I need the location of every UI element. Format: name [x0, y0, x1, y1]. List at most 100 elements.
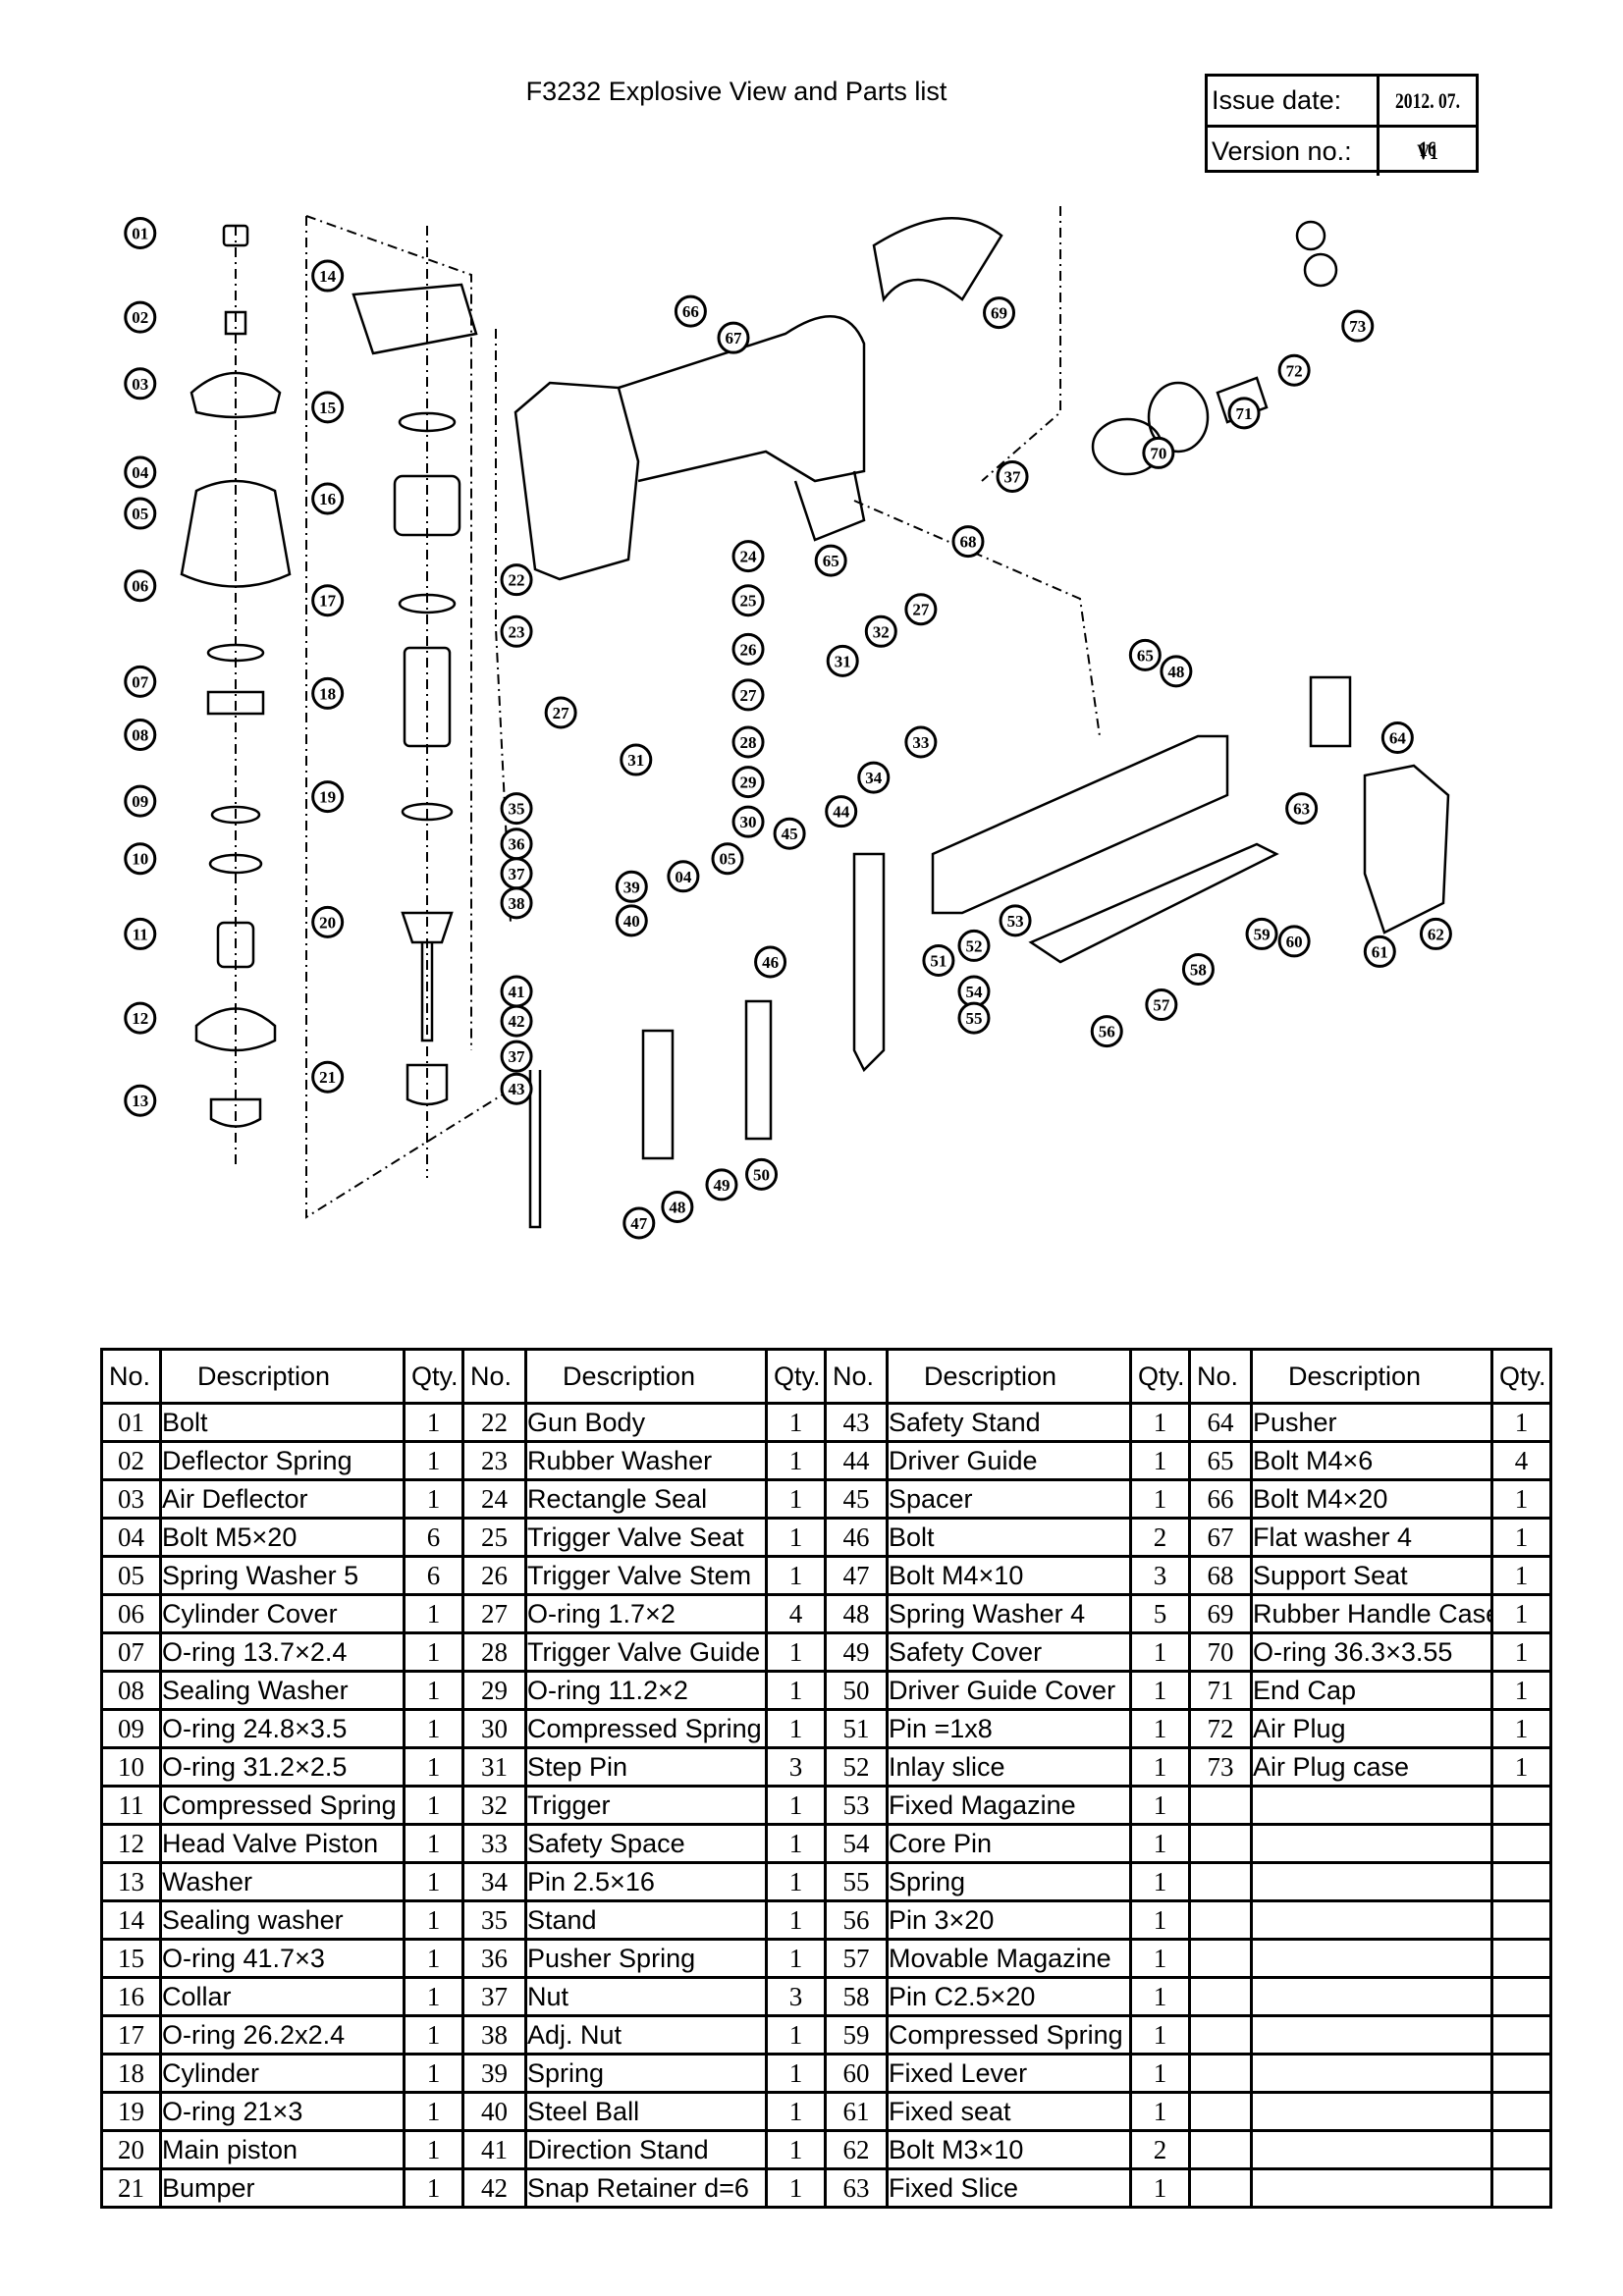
part-quantity: 1 [403, 1402, 464, 1443]
part-description: Collar [159, 1976, 406, 2017]
part-number: 63 [824, 2167, 889, 2209]
callout-39: 39 [615, 870, 648, 903]
part-number: 37 [461, 1976, 527, 2017]
part-quantity: 1 [1129, 1746, 1191, 1788]
part-description: Driver Guide Cover [886, 1670, 1132, 1711]
callout-27: 27 [904, 593, 938, 626]
part-number [1188, 1976, 1253, 2017]
part-number: 06 [100, 1593, 162, 1634]
callout-circle [1363, 934, 1396, 968]
callout-label: 72 [1286, 361, 1303, 380]
part-description: Pin =1x8 [886, 1708, 1132, 1749]
part-description: Bolt M4×6 [1250, 1440, 1493, 1481]
callout-65: 65 [1128, 638, 1162, 671]
part-quantity: 1 [765, 1785, 827, 1826]
part-description [1250, 1938, 1493, 1979]
part-description: O-ring 36.3×3.55 [1250, 1631, 1493, 1673]
callout-circle [1160, 655, 1193, 688]
part-number: 59 [824, 2014, 889, 2056]
part-number: 41 [461, 2129, 527, 2170]
callout-43: 43 [500, 1072, 533, 1105]
callout-circle [754, 945, 787, 979]
part-number: 12 [100, 1823, 162, 1864]
callout-circle [1181, 952, 1215, 986]
part-quantity [1490, 1861, 1552, 1902]
part-description: Pin 2.5×16 [524, 1861, 768, 1902]
part-number [1188, 2167, 1253, 2209]
part-number: 66 [1188, 1478, 1253, 1520]
callout-circle [661, 1190, 694, 1223]
part-quantity: 1 [765, 2129, 827, 2170]
callout-circle [311, 584, 345, 617]
part-quantity: 5 [1129, 1593, 1191, 1634]
part-number: 29 [461, 1670, 527, 1711]
part-description: Direction Stand [524, 2129, 768, 2170]
callout-73: 73 [1341, 309, 1375, 343]
part-description: Support Seat [1250, 1555, 1493, 1596]
part-quantity: 3 [1129, 1555, 1191, 1596]
part-number: 09 [100, 1708, 162, 1749]
part-quantity [1490, 2129, 1552, 2170]
callout-08: 08 [124, 718, 157, 751]
callout-label: 43 [509, 1080, 525, 1098]
callout-circle [814, 544, 847, 577]
callout-circle [622, 1206, 656, 1240]
part-description: Washer [159, 1861, 406, 1902]
callout-circle [717, 321, 750, 354]
callout-label: 08 [132, 725, 148, 744]
callout-42: 42 [500, 1004, 533, 1038]
callout-12: 12 [124, 1001, 157, 1035]
part-description: Main piston [159, 2129, 406, 2170]
callout-circle [864, 614, 897, 648]
part-number: 39 [461, 2053, 527, 2094]
callout-circle [311, 259, 345, 293]
callout-label: 01 [132, 224, 148, 242]
column-header-no: No. [461, 1348, 527, 1405]
column-header-description: Description [524, 1348, 768, 1405]
part-description [1250, 2091, 1493, 2132]
callout-07: 07 [124, 665, 157, 698]
callout-label: 40 [623, 912, 640, 931]
callout-circle [951, 525, 985, 559]
callout-04: 04 [667, 860, 700, 893]
part-number: 19 [100, 2091, 162, 2132]
part-description: Head Valve Piston [159, 1823, 406, 1864]
callout-circle [731, 725, 765, 759]
part-number: 42 [461, 2167, 527, 2209]
callout-circle [711, 842, 744, 876]
part-description: Compressed Spring [524, 1708, 768, 1749]
part-description: Spring Washer 5 [159, 1555, 406, 1596]
callout-circle [731, 678, 765, 712]
callout-label: 37 [1004, 467, 1022, 486]
callout-label: 44 [833, 803, 850, 822]
callout-label: 02 [132, 308, 148, 327]
callout-circle [957, 929, 991, 962]
callout-label: 15 [319, 399, 336, 417]
callout-circle [615, 904, 648, 937]
part-description: O-ring 21×3 [159, 2091, 406, 2132]
callout-circle [731, 540, 765, 573]
part-description: Bolt M4×10 [886, 1555, 1132, 1596]
callout-circle [1277, 925, 1311, 958]
part-number: 18 [100, 2053, 162, 2094]
callout-label: 60 [1286, 933, 1303, 951]
part-quantity: 6 [403, 1555, 464, 1596]
part-quantity: 1 [1490, 1517, 1552, 1558]
part-description: Movable Magazine [886, 1938, 1132, 1979]
part-description: Sealing washer [159, 1899, 406, 1941]
part-quantity: 1 [1129, 1785, 1191, 1826]
part-number: 58 [824, 1976, 889, 2017]
callout-34: 34 [857, 761, 891, 794]
part-description: Deflector Spring [159, 1440, 406, 1481]
callout-circle [957, 1001, 991, 1035]
callout-label: 67 [725, 329, 742, 347]
callout-label: 48 [669, 1198, 685, 1216]
part-quantity: 1 [1129, 1670, 1191, 1711]
part-description [1250, 2167, 1493, 2209]
part-description: Rectangle Seal [524, 1478, 768, 1520]
